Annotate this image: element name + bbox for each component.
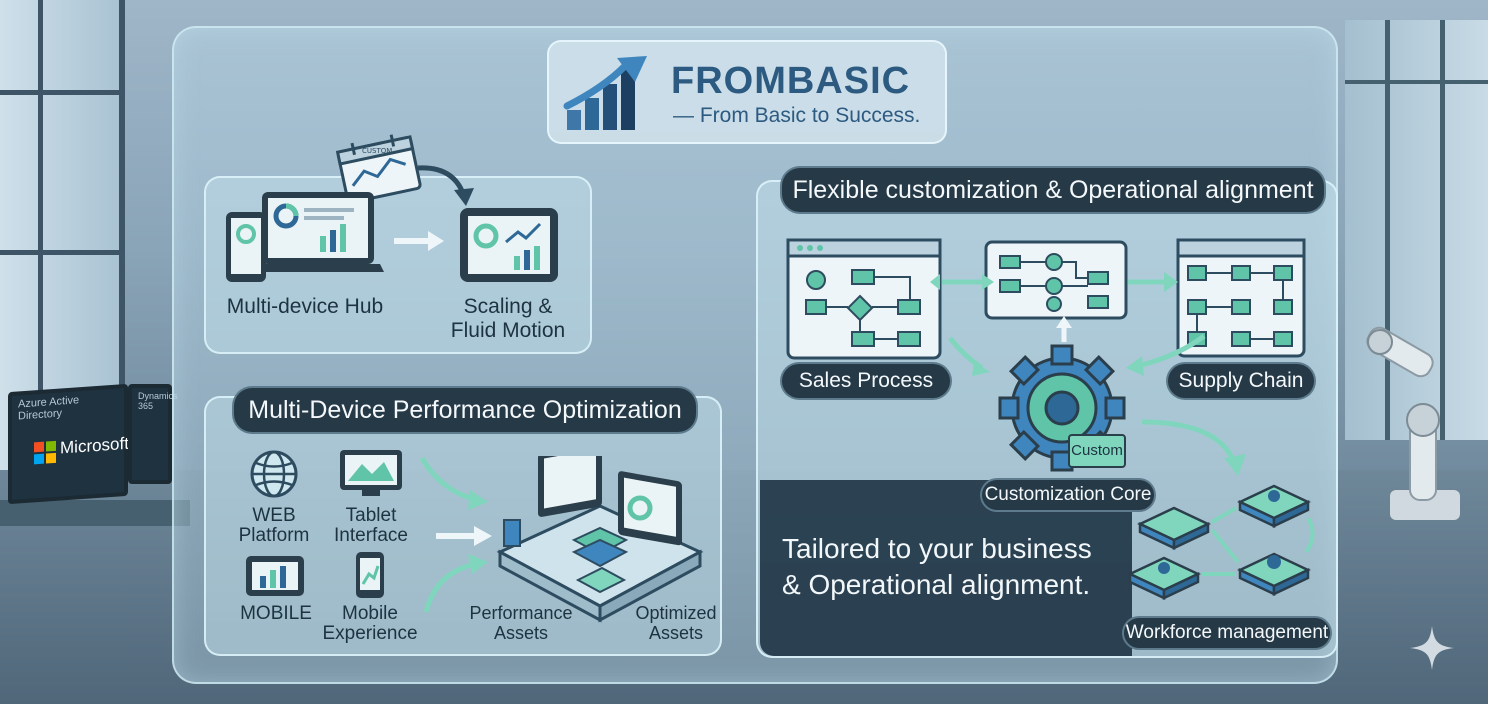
performance-assets-line2: Assets	[493, 623, 549, 643]
mobile-experience-line2: Experience	[322, 623, 418, 644]
statement-line1: Tailored to your business	[782, 533, 1092, 564]
monitor-title: Dynamics 365	[138, 391, 178, 411]
phone-icon	[356, 552, 384, 598]
custom-badge: Custom	[1068, 434, 1126, 468]
brand-tagline: — From Basic to Success.	[673, 104, 921, 127]
scaling-label-line1: Scaling &	[463, 295, 553, 318]
sales-process-flowchart-icon	[786, 238, 942, 360]
calendar-label: CUSTOM	[362, 147, 392, 155]
curved-arrow-icon	[417, 165, 474, 206]
background-monitor-azure: Azure Active Directory Microsoft	[8, 383, 129, 505]
tablet-label-line1: Tablet	[345, 505, 397, 526]
arrow-right-icon	[394, 231, 444, 251]
microsoft-brand-text: Microsoft	[60, 433, 129, 458]
robot-arm-icon	[1366, 326, 1460, 520]
isometric-platform-icon	[496, 456, 704, 623]
supply-chain-flowchart-icon	[1176, 238, 1306, 358]
sales-process-label: Sales Process	[780, 362, 952, 400]
optimized-assets-line2: Assets	[648, 623, 704, 643]
flow-arrows-icon	[419, 456, 492, 613]
brand-header: FROMBASIC — From Basic to Success.	[547, 40, 947, 144]
scaling-label-line2: Fluid Motion	[450, 319, 566, 342]
tablet-dashboard-icon	[460, 208, 558, 282]
mobile-experience-line1: Mobile	[342, 603, 398, 624]
connector-arrows-icon	[930, 272, 1246, 476]
mobile-label: MOBILE	[240, 603, 312, 624]
mobile-chart-icon	[246, 556, 304, 596]
supply-chain-label: Supply Chain	[1166, 362, 1316, 400]
central-flowchart-icon	[984, 240, 1128, 320]
statement-line2: & Operational alignment.	[782, 569, 1091, 600]
performance-optimization-title: Multi-Device Performance Optimization	[232, 386, 698, 434]
monitor-title: Azure Active Directory	[18, 394, 80, 423]
globe-icon	[250, 450, 298, 498]
laptop-phone-dashboard-icon	[226, 192, 384, 282]
background-desk	[0, 500, 190, 526]
customization-title: Flexible customization & Operational ali…	[780, 166, 1326, 214]
calendar-icon: CUSTOM	[336, 134, 422, 204]
brand-name: FROMBASIC	[671, 60, 911, 102]
workforce-network-icon	[1128, 484, 1315, 600]
background-monitor-dynamics: Dynamics 365	[128, 384, 178, 484]
tablet-chart-icon	[340, 450, 402, 496]
performance-assets-line1: Performance	[469, 603, 573, 623]
customization-core-label: Customization Core	[980, 478, 1156, 512]
optimized-assets-line1: Optimized	[635, 603, 717, 623]
growth-chart-logo-icon	[563, 56, 647, 130]
web-label-line1: WEB	[252, 505, 296, 526]
microsoft-logo-icon	[34, 440, 56, 465]
gear-icon	[998, 344, 1126, 472]
multi-device-hub-label: Multi-device Hub	[226, 295, 384, 318]
sparkle-icon	[1410, 626, 1454, 670]
tablet-label-line2: Interface	[334, 525, 408, 546]
web-label-line2: Platform	[238, 525, 310, 546]
workforce-management-label: Workforce management	[1122, 616, 1332, 650]
